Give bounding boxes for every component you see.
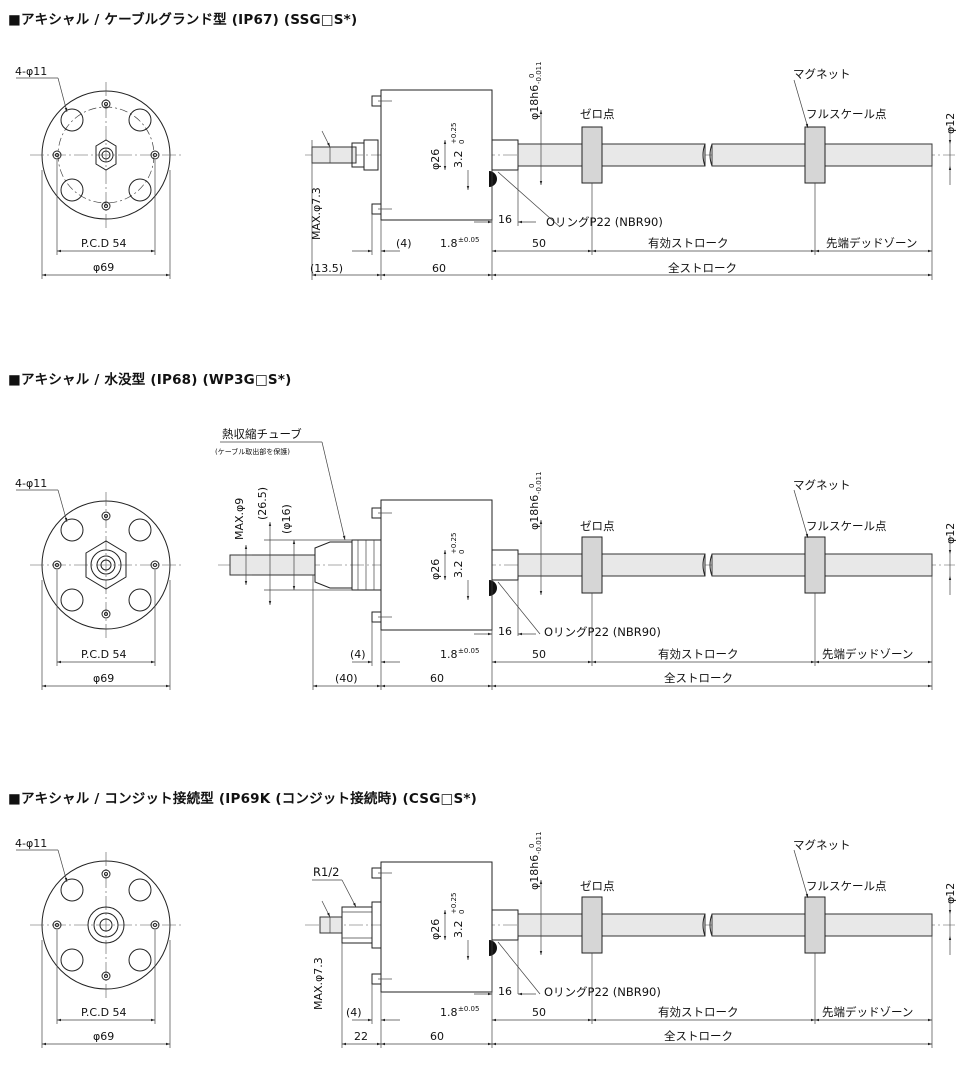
magnet-label: マグネット [793, 67, 851, 81]
dim-oring-tol: ±0.05 [458, 647, 479, 655]
effective-stroke-label: 有効ストローク [658, 1005, 739, 1019]
side-view [305, 849, 955, 1048]
dia-26-label: φ26 [429, 919, 442, 940]
dia-265-label: (26.5) [256, 487, 269, 520]
front-view [16, 77, 182, 279]
tol-32-lower: 0 [458, 910, 466, 914]
dim-50: 50 [532, 1006, 546, 1019]
rod-dia-label: φ18h6 [528, 855, 541, 890]
dim-body: 60 [432, 262, 446, 275]
dim-50: 50 [532, 648, 546, 661]
flange-dia-label: φ69 [93, 672, 114, 685]
dia-26-label: φ26 [429, 149, 442, 170]
zero-point-label: ゼロ点 [580, 519, 615, 533]
rod-tol-upper: 0 [528, 484, 536, 488]
flange-dia-label: φ69 [93, 261, 114, 274]
front-view [16, 849, 182, 1048]
dim-gap: (4) [346, 1006, 362, 1019]
full-scale-label: フルスケール点 [806, 519, 887, 533]
rod-tol-upper: 0 [528, 844, 536, 848]
dim-cable: (13.5) [310, 262, 343, 275]
dim-body: 60 [430, 672, 444, 685]
oring-label: OリングP22 (NBR90) [546, 215, 663, 229]
section-title-submersible: ■アキシャル / 水没型 (IP68) (WP3G□S*) [8, 372, 292, 388]
dim-32-label: 3.2 [452, 921, 465, 939]
dim-22: 22 [354, 1030, 368, 1043]
rod-tol-lower: -0.011 [535, 831, 543, 854]
tol-32-upper: +0.25 [450, 893, 458, 914]
side-view [305, 79, 955, 280]
dim-oring-gap: 1.8 [440, 648, 458, 661]
dim-32-label: 3.2 [452, 151, 465, 169]
dim-16: 16 [498, 213, 512, 226]
rod-tol-lower: -0.011 [535, 61, 543, 84]
full-scale-label: フルスケール点 [806, 107, 887, 121]
dia-26-label: φ26 [429, 559, 442, 580]
dim-gap: (4) [350, 648, 366, 661]
dim-oring-tol: ±0.05 [458, 1005, 479, 1013]
total-stroke-label: 全ストローク [664, 1029, 733, 1043]
effective-stroke-label: 有効ストローク [658, 647, 739, 661]
dim-oring-tol: ±0.05 [458, 236, 479, 244]
full-scale-label: フルスケール点 [806, 879, 887, 893]
end-dia-label: φ12 [944, 523, 957, 544]
oring-label: OリングP22 (NBR90) [544, 625, 661, 639]
section-submersible: 4-φ11 P.C.D 54 φ69 [15, 427, 957, 690]
zero-point-label: ゼロ点 [580, 879, 615, 893]
thread-label: R1/2 [313, 865, 340, 879]
oring-label: OリングP22 (NBR90) [544, 985, 661, 999]
section-title-cable-gland: ■アキシャル / ケーブルグランド型 (IP67) (SSG□S*) [8, 12, 358, 28]
pcd-label: P.C.D 54 [81, 237, 127, 250]
rod-dia-label: φ18h6 [528, 495, 541, 530]
dead-zone-label: 先端デッドゾーン [826, 236, 917, 250]
total-stroke-label: 全ストローク [664, 671, 733, 685]
total-stroke-label: 全ストローク [668, 261, 737, 275]
dead-zone-label: 先端デッドゾーン [822, 647, 913, 661]
tol-32-upper: +0.25 [450, 533, 458, 554]
dim-32-label: 3.2 [452, 561, 465, 579]
section-conduit: 4-φ11 P.C.D 54 φ69 [15, 831, 957, 1048]
tube-note: (ケーブル取出部を保護) [215, 447, 290, 456]
section-cable-gland: 4-φ11 P.C.D 54 φ69 [15, 61, 957, 280]
holes-label: 4-φ11 [15, 65, 47, 78]
rod-tol-lower: -0.011 [535, 471, 543, 494]
flange-dia-label: φ69 [93, 1030, 114, 1043]
tol-32-lower: 0 [458, 140, 466, 144]
magnet-label: マグネット [793, 478, 851, 492]
pcd-label: P.C.D 54 [81, 1006, 127, 1019]
dim-16: 16 [498, 985, 512, 998]
tube-label: 熱収縮チューブ [222, 427, 302, 441]
max-dia-label: MAX.φ9 [233, 498, 246, 540]
magnet-label: マグネット [793, 838, 851, 852]
dim-50: 50 [532, 237, 546, 250]
max-dia-label: MAX.φ7.3 [312, 957, 325, 1010]
dim-body: 60 [430, 1030, 444, 1043]
max-dia-label: MAX.φ7.3 [310, 187, 323, 240]
dim-16: 16 [498, 625, 512, 638]
section-title-conduit: ■アキシャル / コンジット接続型 (IP69K (コンジット接続時) (CSG… [8, 791, 477, 807]
holes-label: 4-φ11 [15, 837, 47, 850]
end-dia-label: φ12 [944, 883, 957, 904]
end-dia-label: φ12 [944, 113, 957, 134]
holes-label: 4-φ11 [15, 477, 47, 490]
dia-16-label: (φ16) [280, 504, 293, 534]
tol-32-upper: +0.25 [450, 123, 458, 144]
dim-oring-gap: 1.8 [440, 1006, 458, 1019]
front-view [16, 489, 182, 690]
zero-point-label: ゼロ点 [580, 107, 615, 121]
side-view [218, 441, 955, 690]
tol-32-lower: 0 [458, 550, 466, 554]
pcd-label: P.C.D 54 [81, 648, 127, 661]
dim-40: (40) [335, 672, 358, 685]
rod-dia-label: φ18h6 [528, 85, 541, 120]
dead-zone-label: 先端デッドゾーン [822, 1005, 913, 1019]
dim-gap: (4) [396, 237, 412, 250]
effective-stroke-label: 有効ストローク [648, 236, 729, 250]
dim-oring-gap: 1.8 [440, 237, 458, 250]
rod-tol-upper: 0 [528, 74, 536, 78]
